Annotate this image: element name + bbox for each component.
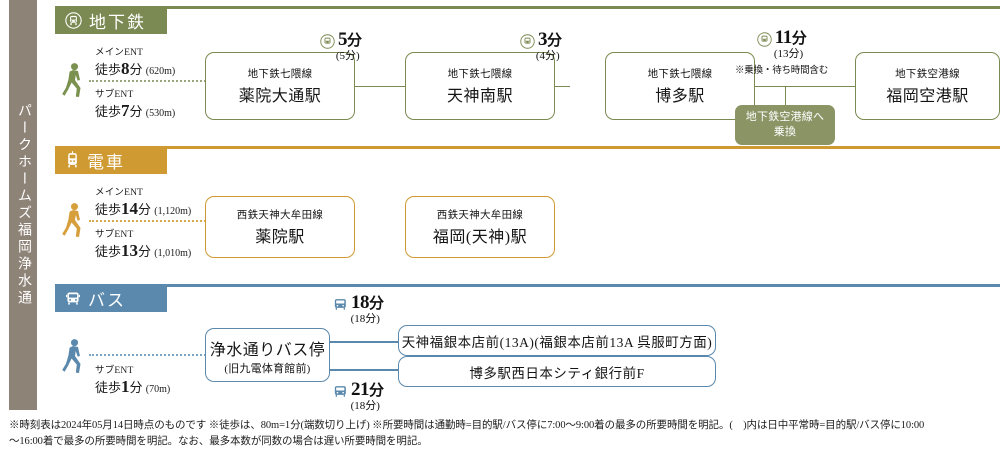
train-sub-ent-walk: サブENT 徒歩13分 (1,010m)	[95, 226, 191, 261]
train-sub-ent-time: 徒歩13分 (1,010m)	[95, 241, 192, 260]
bus-destination-box-tenjin[interactable]: 天神福銀本店前(13A)(福銀本店前13A 呉服町方面)	[398, 325, 716, 356]
subway-main-ent-walk: メインENT 徒歩8分 (620m)	[95, 44, 175, 79]
subway-transfer-stem	[785, 86, 787, 106]
station-box-fukuoka-airport[interactable]: 地下鉄空港線 福岡空港駅	[855, 52, 1000, 120]
station-line-name: 地下鉄七隈線	[247, 69, 313, 80]
transfer-badge-line1: 地下鉄空港線へ	[745, 111, 825, 123]
subway-main-ent-label: メインENT	[95, 48, 144, 58]
bus-destination-name: 博多駅西日本シティ銀行前F	[469, 366, 645, 381]
ride-minutes-offpeak: (4分)	[535, 50, 560, 62]
property-name-label: パークホームズ福岡浄水通	[16, 103, 31, 307]
subway-section-header: 地下鉄	[55, 6, 167, 34]
train-walk-block: メインENT 徒歩14分 (1,120m) サブENT 徒歩13分 (1,010…	[55, 184, 255, 260]
station-name: 薬院大通駅	[238, 88, 322, 105]
station-line-name: 地下鉄七隈線	[647, 69, 713, 80]
property-name-sidebar: パークホームズ福岡浄水通	[9, 0, 37, 410]
ride-minutes-offpeak: (13分)	[773, 48, 804, 60]
station-name: 天神南駅	[446, 88, 513, 105]
subway-train-icon	[65, 11, 82, 29]
subway-walk-dotted-line	[89, 80, 249, 82]
subway-section-title: 地下鉄	[89, 12, 146, 32]
bus-icon	[65, 290, 81, 307]
bus-walk-dotted-line	[89, 354, 249, 356]
station-box-fukuoka-tenjin[interactable]: 西鉄天神大牟田線 福岡(天神)駅	[405, 196, 555, 258]
bus-sub-ent-time: 徒歩1分 (70m)	[95, 377, 171, 396]
ride-minutes-offpeak: (18分)	[350, 400, 380, 412]
bus-header-rule	[167, 284, 1000, 287]
ride-time-bus-1: 18分 (18分)	[333, 293, 384, 326]
subway-main-ent-time: 徒歩8分 (620m)	[95, 59, 176, 78]
subway-sub-ent-time: 徒歩7分 (530m)	[95, 101, 176, 120]
train-section-title: 電車	[87, 152, 125, 172]
bus-connector-1	[330, 341, 398, 343]
bus-stop-box-josuidori[interactable]: 浄水通りバス停 (旧九電体育館前)	[205, 328, 330, 382]
bus-stop-name: 浄水通りバス停	[209, 341, 326, 359]
station-box-yakuinodori[interactable]: 地下鉄七隈線 薬院大通駅	[205, 52, 355, 120]
train-main-ent-walk: メインENT 徒歩14分 (1,120m)	[95, 184, 191, 219]
ride-minutes-offpeak: (18分)	[350, 313, 380, 325]
ride-minutes: 18分	[351, 292, 384, 313]
bus-sub-ent-label: サブENT	[95, 366, 134, 376]
train-main-ent-label: メインENT	[95, 188, 144, 198]
bus-section-header: バス	[55, 284, 167, 312]
subway-sub-ent-label: サブENT	[95, 90, 134, 100]
bus-destination-name: 天神福銀本店前(13A)(福銀本店前13A 呉服町方面)	[401, 335, 713, 350]
station-box-yakuin[interactable]: 西鉄天神大牟田線 薬院駅	[205, 196, 355, 258]
station-box-hakata[interactable]: 地下鉄七隈線 博多駅	[605, 52, 755, 120]
ride-minutes: 11分	[774, 27, 807, 48]
train-main-ent-time: 徒歩14分 (1,120m)	[95, 199, 192, 218]
bus-stop-subname: (旧九電体育館前)	[224, 362, 311, 375]
bus-section-title: バス	[88, 290, 126, 310]
train-section-header: 電車	[55, 146, 167, 174]
ride-minutes: 21分	[351, 379, 384, 400]
pedestrian-icon	[61, 202, 87, 242]
station-name: 博多駅	[655, 88, 705, 105]
subway-train-small-icon	[520, 34, 535, 49]
ride-transfer-note: ※乗換・待ち時間含む	[735, 66, 829, 77]
bus-walk-block: サブENT 徒歩1分 (70m)	[55, 326, 255, 398]
station-name: 福岡空港駅	[886, 88, 969, 105]
bus-destination-box-hakata[interactable]: 博多駅西日本シティ銀行前F	[398, 356, 716, 387]
pedestrian-icon	[61, 338, 87, 378]
bus-sub-ent-walk: サブENT 徒歩1分 (70m)	[95, 362, 170, 397]
tram-icon	[65, 151, 80, 169]
footnote-line-2: 〜16:00着で最多の所要時間を明記。なお、最多本数が同数の場合は遅い所要時間を…	[9, 436, 428, 448]
pedestrian-icon	[61, 62, 87, 102]
ride-time-subway-2: 3分 (4分)	[520, 30, 562, 63]
transfer-badge-line2: 乗換	[773, 125, 797, 138]
ride-time-bus-2: 21分 (18分)	[333, 380, 384, 413]
station-line-name: 地下鉄空港線	[895, 69, 960, 80]
subway-header-rule	[167, 6, 1000, 9]
train-sub-ent-label: サブENT	[95, 230, 134, 240]
subway-connector-2	[355, 86, 415, 88]
subway-sub-ent-walk: サブENT 徒歩7分 (530m)	[95, 86, 175, 121]
train-header-rule	[167, 146, 1000, 149]
ride-time-subway-3: 11分 (13分) ※乗換・待ち時間含む	[735, 28, 828, 76]
station-line-name: 西鉄天神大牟田線	[436, 210, 524, 221]
train-walk-dotted-line	[89, 220, 249, 222]
subway-walk-block: メインENT 徒歩8分 (620m) サブENT 徒歩7分 (530m)	[55, 44, 255, 120]
station-line-name: 地下鉄七隈線	[447, 69, 513, 80]
bus-connector-2	[330, 369, 398, 371]
bus-small-icon	[333, 384, 348, 399]
station-name: 薬院駅	[255, 229, 305, 246]
bus-small-icon	[333, 297, 348, 312]
transfer-badge: 地下鉄空港線へ 乗換	[735, 105, 835, 145]
subway-train-small-icon	[757, 32, 772, 47]
ride-minutes-offpeak: (5分)	[335, 50, 360, 62]
station-line-name: 西鉄天神大牟田線	[236, 210, 324, 221]
station-name: 福岡(天神)駅	[432, 229, 528, 246]
ride-minutes: 3分	[538, 29, 562, 50]
footnote: ※時刻表は2024年05月14日時点のものです ※徒歩は、80m=1分(端数切り…	[9, 418, 993, 451]
footnote-line-1: ※時刻表は2024年05月14日時点のものです ※徒歩は、80m=1分(端数切り…	[9, 420, 925, 431]
ride-time-subway-1: 5分 (5分)	[320, 30, 362, 63]
ride-minutes: 5分	[338, 29, 362, 50]
subway-train-small-icon	[320, 34, 335, 49]
station-box-tenjinminami[interactable]: 地下鉄七隈線 天神南駅	[405, 52, 555, 120]
